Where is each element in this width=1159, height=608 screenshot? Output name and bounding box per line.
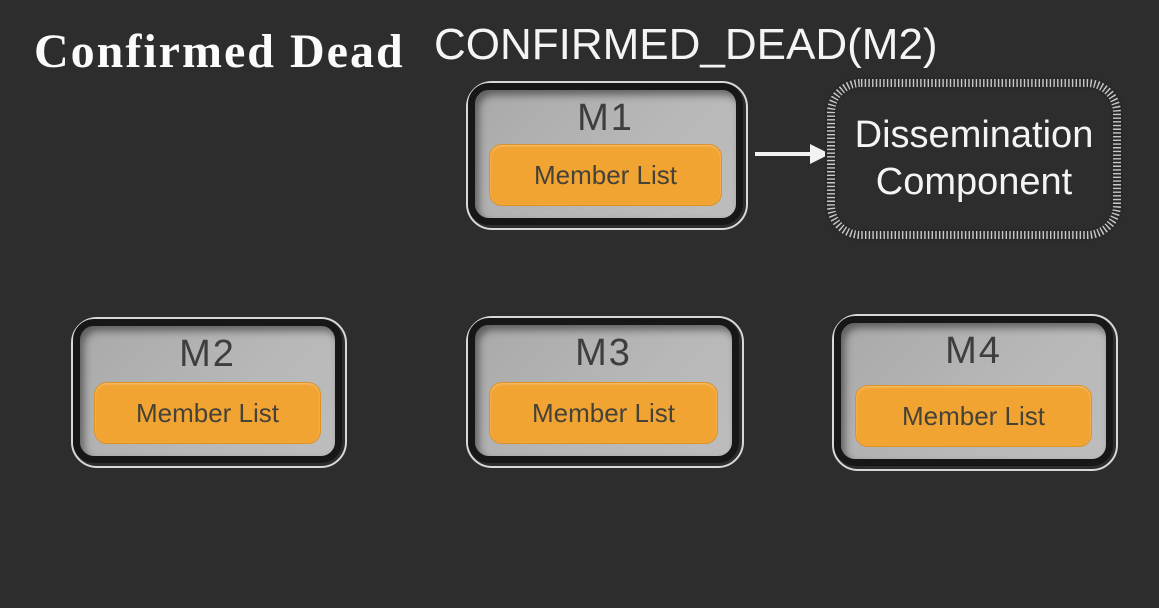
node-body-m1: M1 Member List (468, 83, 743, 225)
member-list-badge-m3: Member List (489, 382, 718, 444)
node-label-m4: M4 (945, 330, 1002, 372)
node-box-m4: M4 Member List (832, 314, 1118, 471)
slide-title: Confirmed Dead (34, 25, 405, 78)
dissemination-component-box: Dissemination Component (824, 76, 1124, 242)
node-box-m3: M3 Member List (466, 316, 744, 468)
member-list-badge-m4: Member List (855, 385, 1092, 447)
node-box-m2: M2 Member List (71, 317, 347, 468)
node-label-m1: M1 (577, 97, 634, 139)
node-label-m3: M3 (575, 332, 632, 374)
node-body-m4: M4 Member List (834, 316, 1113, 466)
node-body-m2: M2 Member List (73, 319, 342, 463)
event-label: CONFIRMED_DEAD(M2) (434, 20, 938, 69)
node-box-m1: M1 Member List (466, 81, 748, 230)
arrow-right-icon (755, 144, 830, 164)
member-list-badge-m2: Member List (94, 382, 321, 444)
dissemination-hatched-border (825, 77, 1123, 241)
dissemination-label-line1: Dissemination (854, 114, 1094, 156)
dissemination-label-line2: Component (875, 161, 1073, 203)
dissemination-component-label: Dissemination Component (824, 76, 1124, 242)
member-list-badge-m1: Member List (489, 144, 722, 206)
node-label-m2: M2 (179, 333, 236, 375)
node-body-m3: M3 Member List (468, 318, 739, 463)
